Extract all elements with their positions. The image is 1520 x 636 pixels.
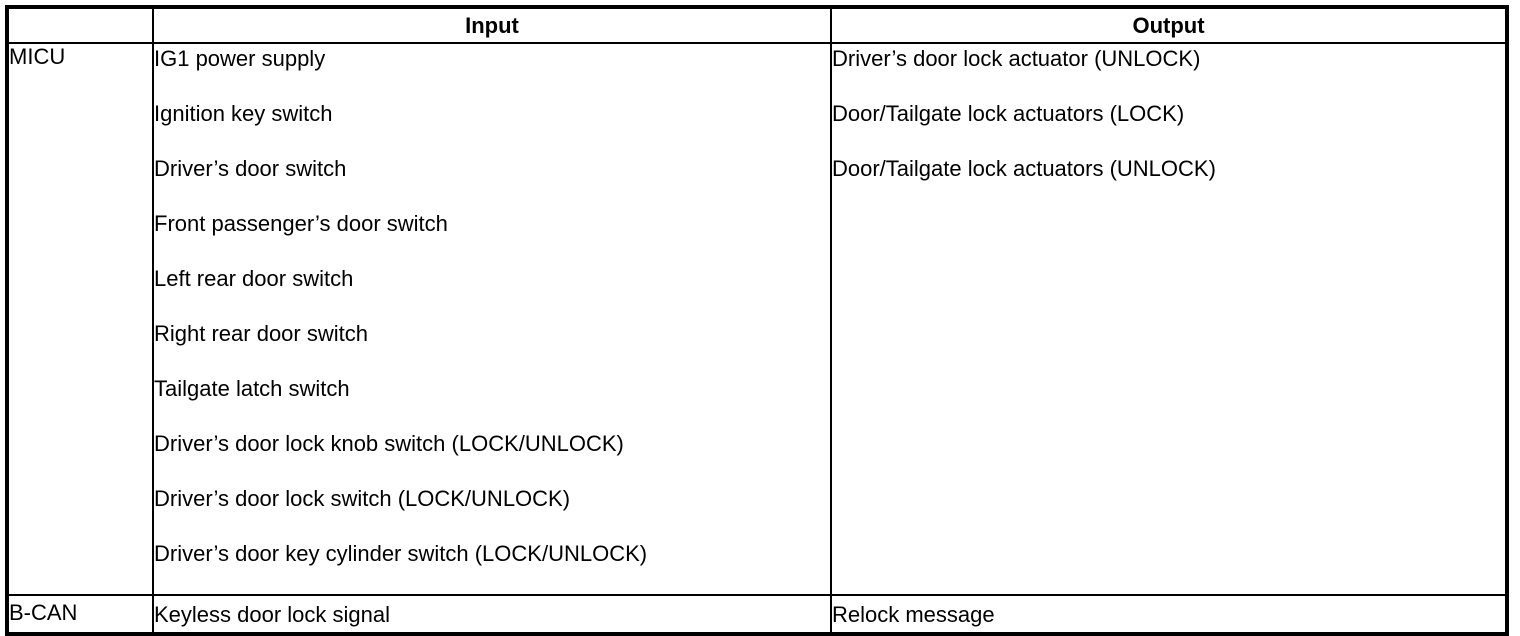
list-item: Driver’s door lock actuator (UNLOCK) xyxy=(832,46,1201,71)
table-body: MICU IG1 power supply Ignition key switc… xyxy=(6,42,1508,635)
table-row-bcan: B-CAN Keyless door lock signal Relock me… xyxy=(6,594,1508,635)
list-item: Tailgate latch switch xyxy=(154,376,350,401)
output-item-list-micu: Driver’s door lock actuator (UNLOCK) Doo… xyxy=(832,44,1505,209)
input-cell-bcan: Keyless door lock signal xyxy=(152,594,832,635)
list-item: IG1 power supply xyxy=(154,46,326,71)
list-item: Left rear door switch xyxy=(154,266,354,291)
list-item: Door/Tailgate lock actuators (LOCK) xyxy=(832,101,1185,126)
input-cell-micu: IG1 power supply Ignition key switch Dri… xyxy=(152,42,832,596)
column-header-input: Input xyxy=(152,6,832,44)
table-header: Input Output xyxy=(6,6,1508,44)
list-item: Door/Tailgate lock actuators (UNLOCK) xyxy=(832,156,1216,181)
list-item: Right rear door switch xyxy=(154,321,368,346)
system-label-bcan: B-CAN xyxy=(6,594,154,635)
header-row: Input Output xyxy=(6,6,1508,44)
list-item: Driver’s door lock switch (LOCK/UNLOCK) xyxy=(154,486,571,511)
input-output-table: Input Output MICU IG1 power supply Ignit… xyxy=(5,5,1509,636)
io-table-container: Input Output MICU IG1 power supply Ignit… xyxy=(5,5,1509,636)
list-item: Driver’s door key cylinder switch (LOCK/… xyxy=(154,541,648,566)
column-header-output: Output xyxy=(830,6,1508,44)
list-item: Keyless door lock signal xyxy=(154,602,391,627)
output-cell-bcan: Relock message xyxy=(830,594,1508,635)
system-label-micu: MICU xyxy=(6,42,154,596)
list-item: Driver’s door lock knob switch (LOCK/UNL… xyxy=(154,431,624,456)
list-item: Driver’s door switch xyxy=(154,156,347,181)
list-item: Front passenger’s door switch xyxy=(154,211,448,236)
table-row-micu: MICU IG1 power supply Ignition key switc… xyxy=(6,42,1508,596)
input-item-list-micu: IG1 power supply Ignition key switch Dri… xyxy=(154,44,830,594)
output-cell-micu: Driver’s door lock actuator (UNLOCK) Doo… xyxy=(830,42,1508,596)
list-item: Relock message xyxy=(832,602,995,627)
list-item: Ignition key switch xyxy=(154,101,333,126)
column-header-system xyxy=(6,6,154,44)
